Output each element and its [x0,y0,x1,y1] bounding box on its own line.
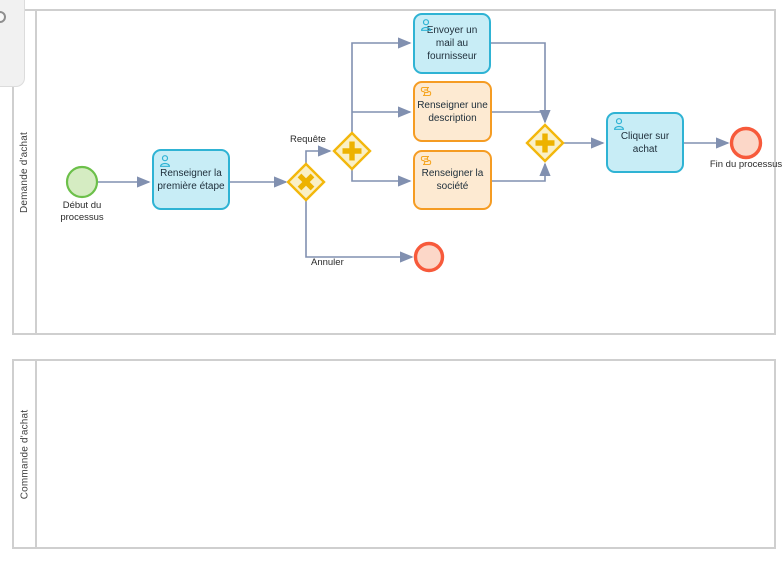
task-label: Renseigner la première étape [157,167,225,192]
end-event-fin[interactable] [729,126,763,160]
task-renseigner-societe[interactable]: Renseigner la société [413,150,492,210]
pool-commande-achat[interactable]: Commande d'achat [12,359,776,549]
task-renseigner-description[interactable]: Renseigner une description [413,81,492,142]
user-icon [419,18,433,32]
flow-mail-to-join[interactable] [491,42,551,124]
task-label: Cliquer sur achat [620,130,670,155]
end-event-annuler[interactable] [413,241,445,273]
flow-split-to-mail[interactable] [351,37,412,133]
task-label: Renseigner la société [421,168,484,192]
parallel-gateway-split[interactable] [332,131,372,171]
script-icon [419,86,433,100]
palette-fragment[interactable] [0,0,25,87]
task-cliquer-sur-achat[interactable]: Cliquer sur achat [606,112,684,173]
task-renseigner-premiere-etape[interactable]: Renseigner la première étape [152,149,230,210]
end-event-label: Fin du processus [709,159,783,170]
flow-annuler[interactable] [305,200,414,263]
flow-requete[interactable] [305,145,332,164]
x-gateway-icon [297,173,315,191]
flow-split-to-societe[interactable] [351,169,412,187]
start-event-label: Début du processus [60,200,104,223]
user-icon [612,117,626,131]
task-label: Envoyer un mail au fournisseur [426,25,478,62]
task-label: Renseigner une description [417,99,488,124]
script-icon [419,155,433,169]
parallel-gateway-join[interactable] [525,123,565,163]
exclusive-gateway[interactable] [286,162,326,202]
user-icon [158,154,172,168]
plus-gateway-icon [342,141,362,161]
flow-societe-to-join[interactable] [492,162,551,182]
flow-label-annuler: Annuler [311,257,344,268]
plus-gateway-icon [535,133,555,153]
pool-header[interactable]: Commande d'achat [14,361,37,547]
task-envoyer-mail-fournisseur[interactable]: Envoyer un mail au fournisseur [413,13,491,74]
flow-label-requete: Requête [290,134,326,145]
pool-header[interactable]: Demande d'achat [14,11,37,333]
palette-circle-icon [0,11,6,23]
start-event[interactable] [65,165,99,199]
